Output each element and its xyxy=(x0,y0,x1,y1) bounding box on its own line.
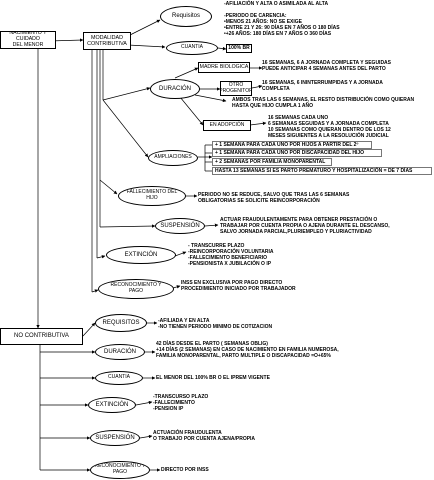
adopcion-text: 16 SEMANAS CADA UNO 6 SEMANAS SEGUIDAS Y… xyxy=(268,115,391,139)
otro-progenitor-text: 16 SEMANAS, 6 ININTERRUMPIDAS Y A JORNAD… xyxy=(262,80,383,92)
nc-duracion-text: 42 DÍAS DESDE EL PARTO ( SEMANAS OBLIG) … xyxy=(156,341,339,359)
requisitos-text: -AFILIACIÓN Y ALTA O ASIMILADA AL ALTA -… xyxy=(224,1,340,37)
madre-biologica-text: 16 SEMANAS, 6 A JORNADA COMPLETA Y SEGUI… xyxy=(262,60,392,72)
nc-cuantia-node: CUANTIA xyxy=(95,371,143,385)
nc-requisitos-text: -AFILIADA Y EN ALTA -NO TIENEN PERIODO M… xyxy=(158,318,273,330)
ampliaciones-node: AMPLIACIONES xyxy=(148,150,198,166)
ampliacion-item: + 1 SEMANA PARA CADA UNO POR HIJOS A PAR… xyxy=(212,141,372,149)
duracion-node: DURACIÓN xyxy=(150,79,200,99)
modalidad-contributiva-node: MODALIDAD CONTRIBUTIVA xyxy=(83,32,131,50)
suspension-node: SUSPENSIÓN xyxy=(155,218,205,234)
ampliacion-item: + 2 SEMANAS POR FAMILIA MONOPARENTAL xyxy=(212,158,332,166)
nc-requisitos-node: REQUISITOS xyxy=(95,314,147,332)
root-node: NACIMIENTO Y CUIDADO DEL MENOR xyxy=(0,31,56,49)
nc-reconocimiento-text: DIRECTO POR INSS xyxy=(161,467,209,473)
ampliacion-item: HASTA 13 SEMANAS SI ES PARTO PREMATURO Y… xyxy=(212,167,432,175)
nc-suspension-text: ACTUACIÓN FRAUDULENTA O TRABAJO POR CUEN… xyxy=(153,430,256,442)
nc-extincion-node: EXTINCIÓN xyxy=(88,397,136,413)
nc-duracion-node: DURACIÓN xyxy=(95,344,145,360)
requisitos-node: Requisitos xyxy=(160,6,212,27)
cuantia-value: 100% BR xyxy=(226,44,252,53)
nc-cuantia-text: EL MENOR DEL 100% BR O EL IPREM VIGENTE xyxy=(156,375,270,381)
nc-reconocimiento-node: RECONOCIMIENTO Y PAGO xyxy=(90,461,150,479)
ampliacion-item: + 1 SEMANA PARA CADA UNO POR DISCAPACIDA… xyxy=(212,149,382,157)
extincion-node: EXTINCIÓN xyxy=(106,246,176,264)
no-contributiva-node: NO CONTRIBUTIVA xyxy=(0,328,83,345)
otro-progenitor-node: OTRO PROGENITOR xyxy=(220,81,252,96)
extincion-text: - TRANSCURRE PLAZO -REINCORPORACIÓN VOLU… xyxy=(188,243,274,267)
suspension-text: ACTUAR FRAUDULENTAMENTE PARA OBTENER PRE… xyxy=(220,217,390,235)
madre-biologica-node: MADRE BIOLOGICA xyxy=(198,62,250,73)
reconocimiento-node: RECONOCIMIENTO Y PAGO xyxy=(98,279,174,299)
fallecimiento-node: FALLECIMIENTO DEL HIJO xyxy=(118,186,186,206)
cuantia-node: CUANTIA xyxy=(166,41,218,55)
reconocimiento-text: INSS EN EXCLUSIVA POR PAGO DIRECTO PROCE… xyxy=(181,280,296,292)
nc-suspension-node: SUSPENSIÓN xyxy=(90,430,140,446)
fallecimiento-text: PERIODO NO SE REDUCE, SALVO QUE TRAS LAS… xyxy=(198,192,350,204)
adopcion-node: EN ADOPCIÓN xyxy=(203,120,251,131)
ambos-text: AMBOS TRAS LAS 6 SEMANAS, EL RESTO DISTR… xyxy=(232,97,415,109)
nc-extincion-text: -TRANSCURSO PLAZO -FALLECIMIENTO -PENSIO… xyxy=(153,394,209,412)
